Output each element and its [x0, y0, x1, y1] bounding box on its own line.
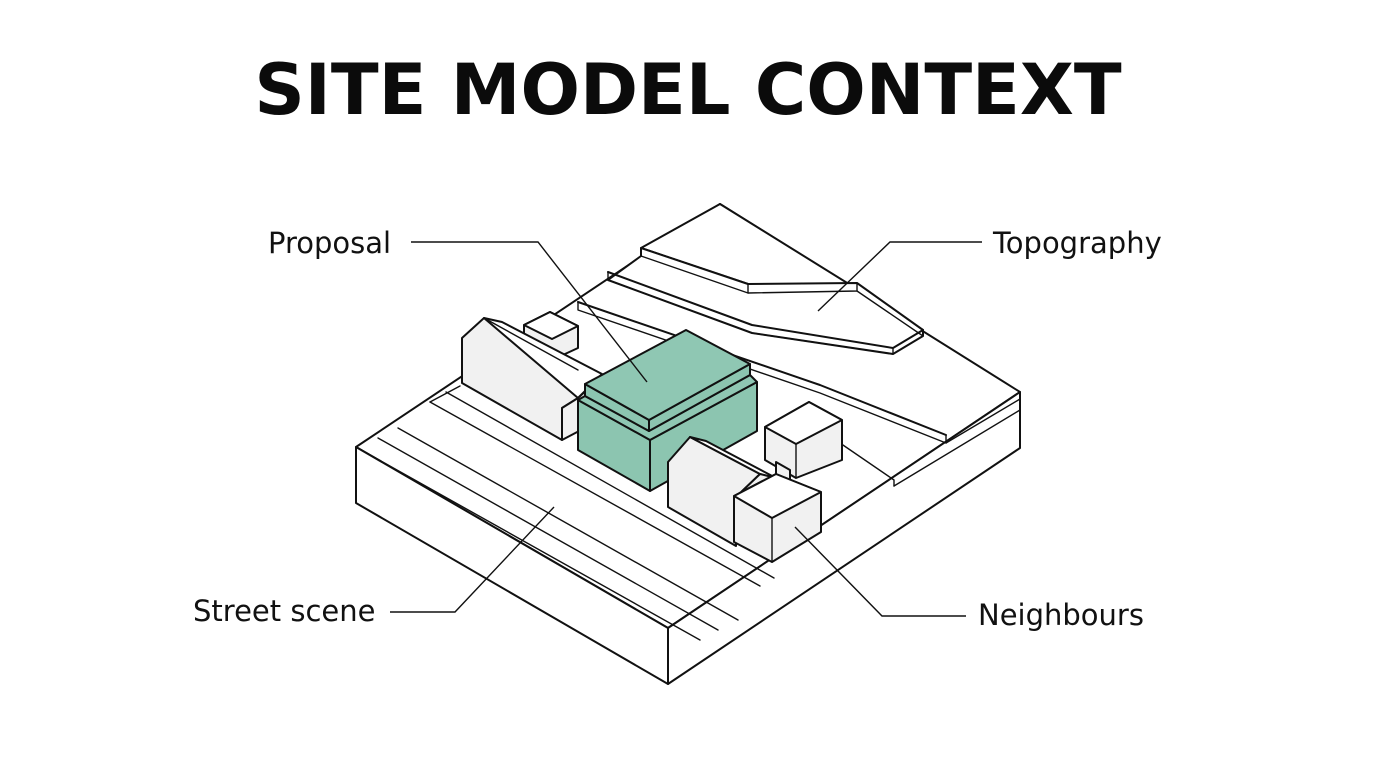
leader-street-scene — [390, 506, 555, 613]
page-title: SITE MODEL CONTEXT — [254, 49, 1122, 131]
leader-topography — [817, 241, 982, 312]
leader-lines — [390, 241, 982, 617]
leader-proposal — [411, 241, 648, 383]
street-scene-label: Street scene — [193, 594, 376, 628]
proposal-roof — [584, 329, 751, 421]
street-lines — [355, 385, 775, 641]
topography-terraces — [577, 203, 1021, 487]
neighbour-buildings-right — [667, 401, 843, 563]
proposal-label: Proposal — [268, 226, 392, 260]
neighbours-label: Neighbours — [978, 598, 1144, 632]
topography-label: Topography — [993, 226, 1162, 260]
leader-neighbours — [794, 526, 966, 617]
